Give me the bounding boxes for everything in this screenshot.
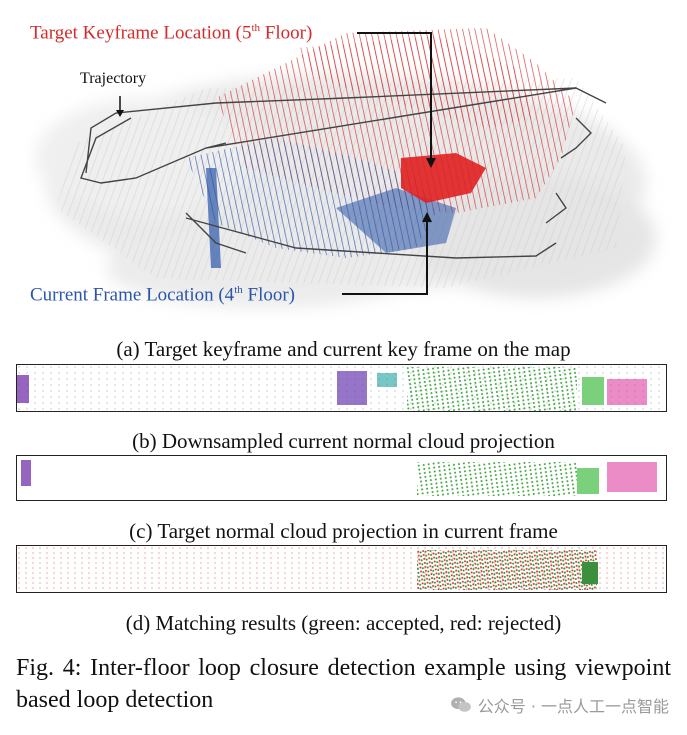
map-point-cloud-figure [36, 28, 656, 308]
watermark: 公众号 · 一点人工一点智能 [450, 693, 669, 717]
current-label-main: Current Frame Location (4 [30, 284, 235, 306]
figure-caption: Fig. 4: Inter-floor loop closure detecti… [16, 655, 671, 713]
target-keyframe-label: Target Keyframe Location (5th Floor) [30, 22, 312, 44]
subcaption-a: (a) Target keyframe and current key fram… [116, 337, 571, 361]
trajectory-path [80, 87, 607, 259]
current-arrow [342, 220, 428, 295]
current-label-sup: th [234, 284, 243, 296]
subcaption-b: (b) Downsampled current normal cloud pro… [132, 429, 555, 453]
target-label-main: Target Keyframe Location (5 [30, 22, 252, 44]
subcaption-c: (c) Target normal cloud projection in cu… [129, 519, 558, 543]
panel-b-projection [16, 364, 667, 412]
subcaption-d: (d) Matching results (green: accepted, r… [125, 611, 562, 635]
trajectory-label: Trajectory [80, 70, 147, 87]
panel-c-projection [16, 455, 667, 501]
watermark-text: 公众号 · 一点人工一点智能 [477, 697, 669, 716]
current-label-end: Floor) [242, 284, 296, 306]
target-label-sup: th [251, 22, 261, 34]
panel-d-matching [16, 545, 667, 593]
current-frame-label: Current Frame Location (4th Floor) [30, 284, 295, 306]
wechat-icon [450, 697, 471, 712]
target-label-end: Floor) [260, 22, 313, 44]
target-arrow [357, 32, 432, 160]
